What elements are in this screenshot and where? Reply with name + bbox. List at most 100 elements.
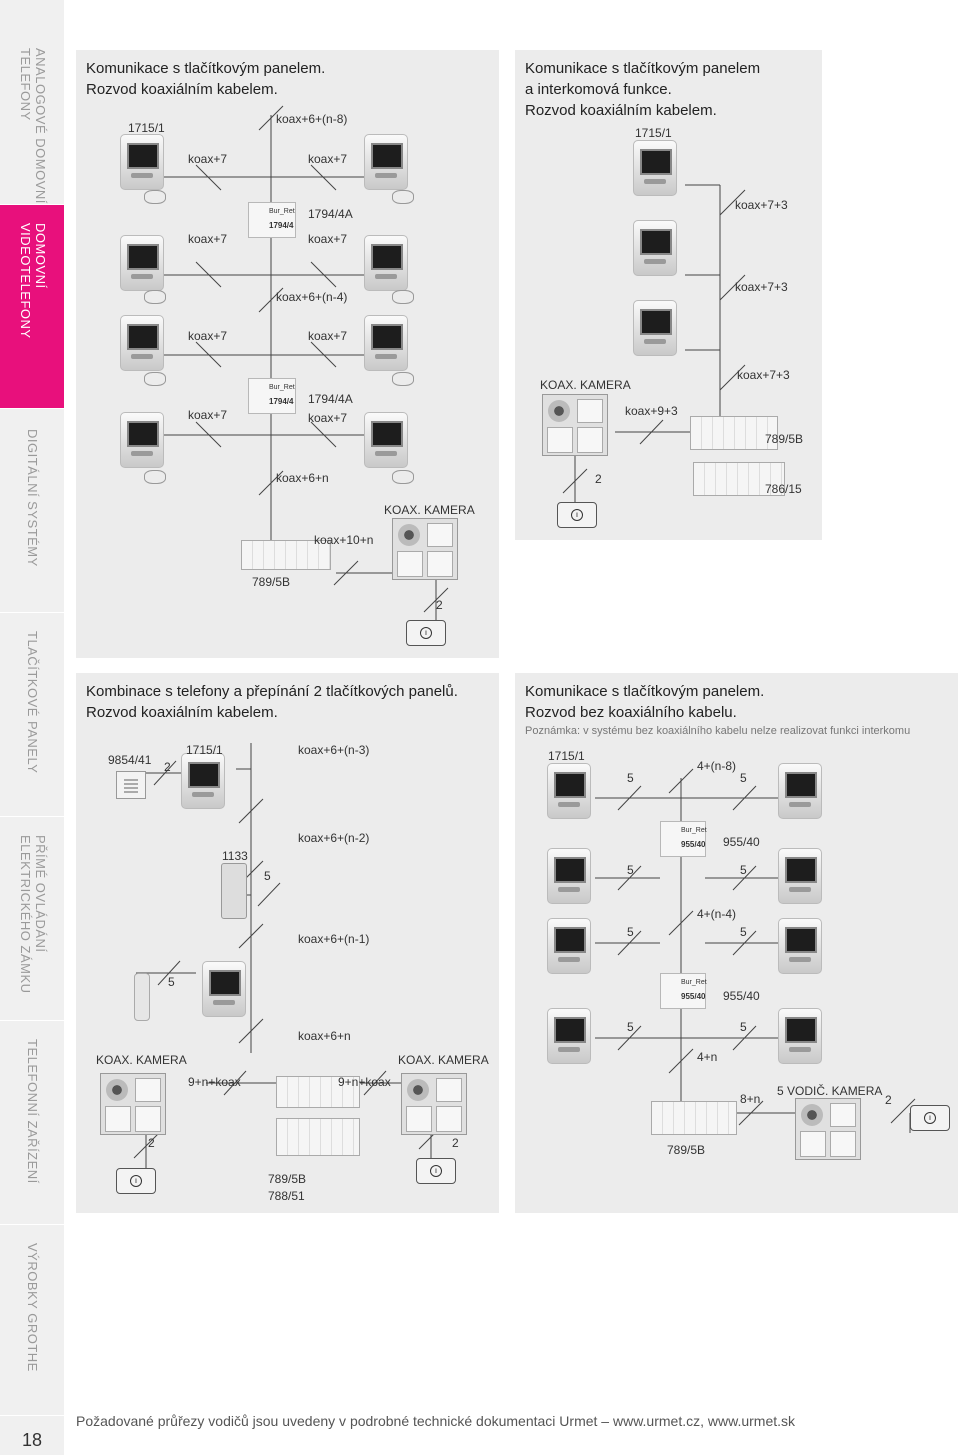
- video-monitor: [633, 220, 677, 276]
- diagram-label: koax+6+(n-8): [276, 112, 348, 126]
- wiring-lines: [562, 184, 746, 505]
- diagram-label: koax+7: [188, 329, 228, 343]
- video-monitor: [364, 412, 408, 468]
- diagram-label: KOAX. KAMERA: [96, 1053, 187, 1067]
- diagram-label: KOAX. KAMERA: [384, 503, 475, 517]
- power-supply-unit: [241, 540, 331, 570]
- sidebar-section-video[interactable]: DOMOVNÍ VIDEOTELEFONY: [0, 205, 64, 409]
- sidebar-label: DOMOVNÍ VIDEOTELEFONY: [18, 223, 48, 339]
- sidebar-label: VÝROBKY GROTHE: [25, 1243, 40, 1372]
- sidebar-label: TELEFONNÍ ZAŘÍZENÍ: [25, 1039, 40, 1184]
- sidebar-label: PŘÍMÉ OVLÁDÁNÍ ELEKTRICKÉHO ZÁMKU: [18, 835, 48, 994]
- video-monitor: [547, 1008, 591, 1064]
- diagram-label: koax+6+n: [276, 471, 329, 485]
- sidebar-section-digital[interactable]: DIGITÁLNÍ SYSTÉMY: [0, 409, 64, 613]
- page-number: 18: [21, 1430, 43, 1450]
- diagram-label: 786/15: [765, 482, 802, 496]
- diagram-label: koax+6+n: [298, 1029, 351, 1043]
- electric-lock: ı: [910, 1105, 950, 1131]
- video-monitor: [778, 918, 822, 974]
- lock-icon: ı: [130, 1175, 142, 1187]
- diagram-panel-2: Komunikace s tlačítkovým panelem a inter…: [515, 50, 822, 540]
- diagram-label: koax+6+(n-2): [298, 831, 370, 845]
- diagram-label: 5: [740, 863, 747, 877]
- diagram-label: 789/5B: [268, 1172, 307, 1186]
- sidebar-label: ANALOGOVÉ DOMOVNÍ TELEFONY: [18, 48, 48, 204]
- diagram-label: 2: [595, 472, 602, 486]
- switching-unit: [276, 1118, 360, 1156]
- diagram-label: 2: [164, 760, 171, 774]
- handset-cord: [144, 372, 166, 386]
- diagram-label: 2: [436, 598, 443, 612]
- diagram-label: 1715/1: [635, 126, 672, 140]
- sidebar-section-lock[interactable]: PŘÍMÉ OVLÁDÁNÍ ELEKTRICKÉHO ZÁMKU: [0, 817, 64, 1021]
- panel-title: Kombinace s telefony a přepínání 2 tlačí…: [86, 683, 458, 721]
- diagram-panel-3: Kombinace s telefony a přepínání 2 tlačí…: [76, 673, 499, 1213]
- lock-icon: ı: [924, 1112, 936, 1124]
- diagram-label: 5: [627, 1020, 634, 1034]
- handset-cord: [392, 190, 414, 204]
- diagram-label: koax+6+(n-4): [276, 290, 348, 304]
- diagram-label: 9854/41: [108, 753, 152, 767]
- video-monitor: [364, 134, 408, 190]
- diagram-label: 5 VODIČ. KAMERA: [777, 1084, 883, 1098]
- video-monitor: [202, 961, 246, 1017]
- diagram-label: koax+7: [308, 329, 348, 343]
- video-monitor: [120, 235, 164, 291]
- diagram-label: 789/5B: [667, 1143, 706, 1157]
- diagram-label: 5: [627, 771, 634, 785]
- diagram-label: 9+n+koax: [188, 1075, 241, 1089]
- video-monitor: [633, 140, 677, 196]
- diagram-label: 1715/1: [186, 743, 223, 757]
- lock-icon: ı: [571, 509, 583, 521]
- video-monitor: [778, 848, 822, 904]
- diagram-label: koax+6+(n-3): [298, 743, 370, 757]
- sidebar-section-panels[interactable]: TLAČÍTKOVÉ PANELY: [0, 613, 64, 817]
- diagram-label: 1794/4A: [308, 392, 353, 406]
- diagram-label: 9+n+koax: [338, 1075, 391, 1089]
- panel-title: Komunikace s tlačítkovým panelem a inter…: [525, 60, 761, 119]
- sidebar-section-grothe[interactable]: VÝROBKY GROTHE: [0, 1225, 64, 1416]
- video-monitor: [547, 763, 591, 819]
- sidebar-section-analog[interactable]: ANALOGOVÉ DOMOVNÍ TELEFONY: [0, 0, 64, 205]
- diagram-label: 1715/1: [548, 749, 585, 763]
- audio-handset: [134, 973, 150, 1021]
- power-supply-unit: [276, 1076, 360, 1108]
- wiring-lines: [595, 768, 916, 1133]
- electric-lock: ı: [557, 502, 597, 528]
- electric-lock: ı: [116, 1168, 156, 1194]
- door-panel-camera: [392, 518, 458, 580]
- diagram-label: 2: [148, 1136, 155, 1150]
- diagram-label: 955/40: [723, 835, 760, 849]
- diagram-label: 5: [168, 975, 175, 989]
- diagram-label: 8+n: [740, 1092, 761, 1106]
- diagram-label: 789/5B: [252, 575, 291, 589]
- sidebar-label: DIGITÁLNÍ SYSTÉMY: [25, 429, 40, 567]
- diagram-label: 788/51: [268, 1189, 305, 1203]
- video-monitor: [778, 763, 822, 819]
- diagram-label: koax+9+3: [625, 404, 678, 418]
- handset-cord: [392, 470, 414, 484]
- diagram-label: koax+7+3: [737, 368, 790, 382]
- diagram-label: KOAX. KAMERA: [540, 378, 631, 392]
- diagram-label: 1133: [222, 849, 248, 863]
- diagram-label: 5: [740, 925, 747, 939]
- diagram-label: koax+10+n: [314, 533, 374, 547]
- intercom-speaker: [116, 771, 146, 799]
- diagram-label: koax+6+(n-1): [298, 932, 370, 946]
- door-panel-camera: [542, 394, 608, 456]
- diagram-label: koax+7: [188, 232, 228, 246]
- electric-lock: ı: [416, 1158, 456, 1184]
- video-monitor: [120, 315, 164, 371]
- diagram-label: 789/5B: [765, 432, 804, 446]
- door-panel-camera: [401, 1073, 467, 1135]
- video-monitor: [547, 918, 591, 974]
- sidebar-section-phone[interactable]: TELEFONNÍ ZAŘÍZENÍ: [0, 1021, 64, 1225]
- diagram-label: koax+7+3: [735, 198, 788, 212]
- video-monitor: [120, 412, 164, 468]
- diagram-label: koax+7: [308, 152, 348, 166]
- wiring-lines: [146, 105, 449, 625]
- video-monitor: [364, 315, 408, 371]
